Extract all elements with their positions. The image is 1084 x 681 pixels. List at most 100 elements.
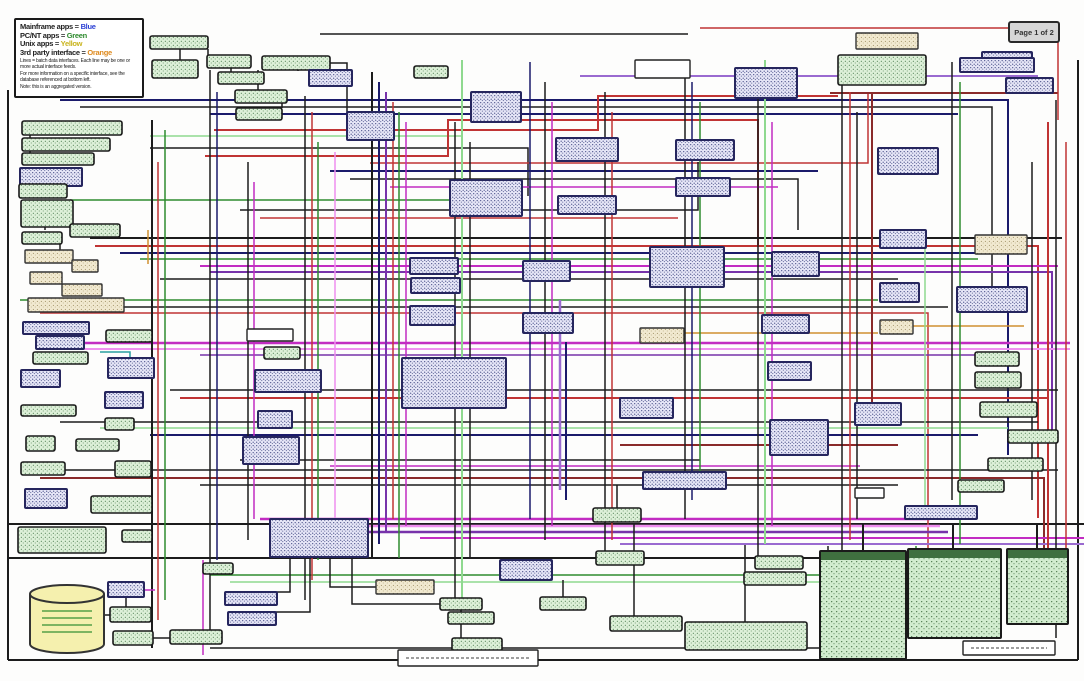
app-node-green <box>743 571 807 586</box>
app-node-green <box>21 120 123 136</box>
app-node-green <box>609 615 683 632</box>
interface-line-r <box>370 92 869 164</box>
app-node-green <box>979 401 1038 418</box>
interface-line-k <box>351 557 440 605</box>
list-header-bar <box>909 550 1000 558</box>
legend-line-pcnt: PC/NT apps = Green <box>20 30 87 40</box>
app-node-lavender <box>555 137 619 162</box>
app-node-green <box>974 351 1020 367</box>
app-node-green <box>21 137 111 152</box>
app-node-green <box>104 417 135 431</box>
app-node-green <box>261 55 331 71</box>
app-node-lavender <box>499 559 553 581</box>
app-node-green <box>202 562 234 575</box>
white-label-box <box>854 487 885 499</box>
app-node-green <box>413 65 449 79</box>
app-list-box <box>907 548 1002 639</box>
interface-line-k <box>330 62 348 112</box>
app-node-lavender <box>767 361 812 381</box>
legend-value-blue: Blue <box>80 22 96 31</box>
app-node-lavender <box>1005 77 1054 94</box>
app-node-green <box>837 54 927 86</box>
interface-line-k <box>329 557 376 588</box>
app-node-lavender <box>35 335 85 350</box>
app-node-lavender <box>24 488 68 509</box>
app-node-lavender <box>242 436 300 465</box>
app-node-green <box>21 231 63 245</box>
app-node-green <box>595 550 645 566</box>
legend-value-orange: Orange <box>87 47 112 57</box>
app-list-box <box>1006 548 1069 625</box>
app-node-lavender <box>410 277 461 294</box>
interface-line-k <box>277 557 291 593</box>
app-node-green <box>957 479 1005 493</box>
app-node-lavender <box>401 357 507 409</box>
interface-line-k <box>150 147 529 196</box>
app-node-green <box>234 89 288 104</box>
app-node-green <box>69 223 121 238</box>
app-node-lavender <box>269 518 369 558</box>
app-node-lavender <box>675 139 735 161</box>
list-header-bar <box>1008 550 1067 558</box>
legend-line-mainframe: Mainframe apps = Blue <box>20 22 96 31</box>
app-node-tan <box>27 297 125 313</box>
app-node-lavender <box>107 357 155 379</box>
app-node-green <box>149 35 209 50</box>
app-node-green <box>90 495 153 514</box>
interface-line-p <box>210 271 1053 430</box>
app-node-green <box>20 461 66 476</box>
interface-line-r <box>40 312 929 558</box>
app-node-lavender <box>346 111 395 141</box>
app-node-lavender <box>771 251 820 277</box>
legend-note-2: For more information on a specific inter… <box>20 71 125 83</box>
app-node-lavender <box>619 397 674 419</box>
app-node-tan <box>61 283 103 297</box>
app-node-lavender <box>734 67 798 99</box>
app-node-lavender <box>22 321 90 335</box>
database-cylinder <box>29 584 105 654</box>
app-node-green <box>987 457 1044 472</box>
app-node-lavender <box>107 581 145 598</box>
interface-line-k <box>276 557 311 613</box>
legend-value-yellow: Yellow <box>60 39 83 48</box>
app-node-tan <box>29 271 63 285</box>
app-node-green <box>75 438 120 452</box>
app-node-green <box>151 59 199 79</box>
app-node-lavender <box>522 260 571 282</box>
app-node-lavender <box>904 505 978 520</box>
app-node-green <box>206 54 252 69</box>
app-node-tan <box>639 327 685 344</box>
app-node-green <box>112 630 154 646</box>
app-node-green <box>18 183 68 199</box>
app-node-green <box>684 621 808 651</box>
white-label-box <box>246 328 294 342</box>
app-node-lavender <box>227 611 277 626</box>
app-node-lavender <box>649 246 725 288</box>
app-node-green <box>21 152 95 166</box>
app-node-lavender <box>675 177 731 197</box>
app-node-lavender <box>956 286 1028 313</box>
page-number-badge: Page 1 of 2 <box>1008 21 1060 43</box>
app-node-green <box>121 529 153 543</box>
app-node-tan <box>855 32 919 50</box>
interface-line-r <box>95 245 1039 518</box>
legend-value-green: Green <box>66 30 87 40</box>
app-node-lavender <box>959 57 1035 73</box>
app-node-lavender <box>224 591 278 606</box>
app-node-lavender <box>522 312 574 334</box>
interface-line-R <box>40 477 1045 560</box>
app-node-lavender <box>20 369 61 388</box>
app-node-lavender <box>254 369 322 393</box>
white-label-box <box>634 59 691 79</box>
app-node-green <box>169 629 223 645</box>
app-node-lavender <box>409 257 459 275</box>
app-node-green <box>235 107 283 121</box>
app-node-green <box>109 606 152 623</box>
app-node-lavender <box>877 147 939 175</box>
app-node-lavender <box>557 195 617 215</box>
app-node-lavender <box>769 419 829 456</box>
app-node-lavender <box>879 282 920 303</box>
app-node-lavender <box>761 314 810 334</box>
